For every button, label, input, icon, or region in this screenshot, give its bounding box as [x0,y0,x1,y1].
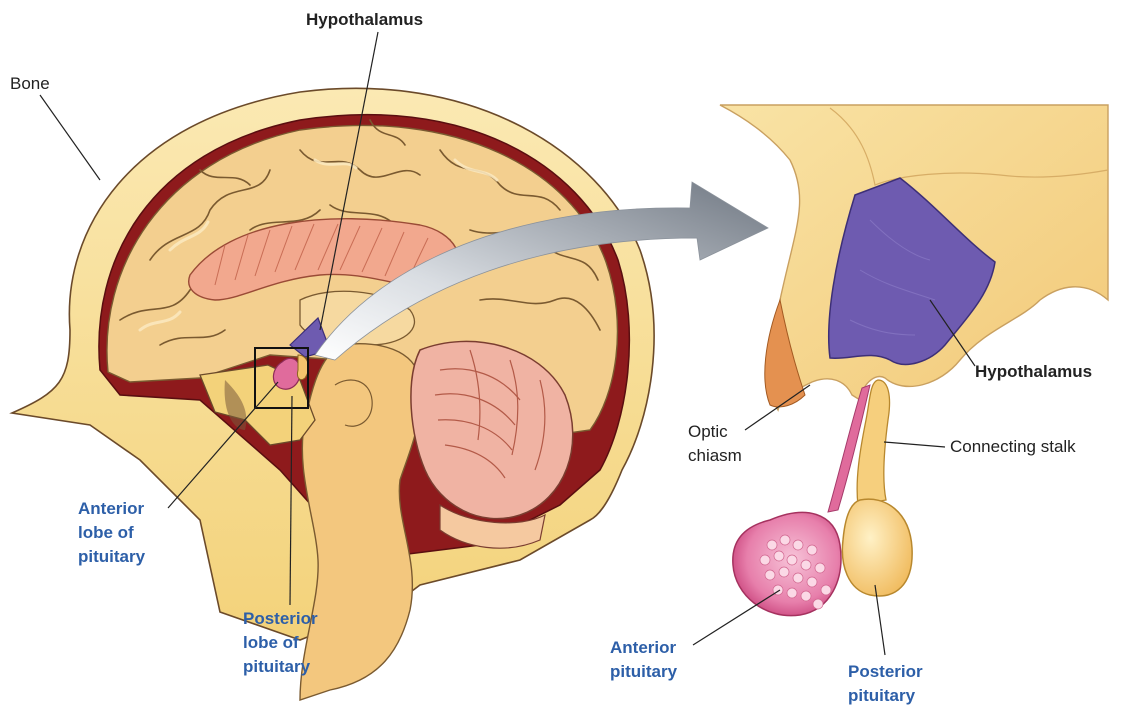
label-line: pituitary [78,547,146,566]
label-line: lobe of [243,633,299,652]
label-line: Posterior [243,609,318,628]
label-line: pituitary [610,662,678,681]
corpus-callosum [188,218,460,301]
label-anterior-pituitary: Anterior pituitary [610,636,677,684]
zoom-arrow [314,181,769,361]
label-bone: Bone [10,74,50,93]
brainstem [299,343,422,701]
cerebellum [410,340,574,549]
hypothalamus-enlarged [827,177,996,366]
posterior-pituitary [841,498,913,597]
label-connecting-stalk: Connecting stalk [950,437,1076,456]
label-optic-chiasm: Optic chiasm [688,420,742,468]
label-line: pituitary [243,657,311,676]
label-line: chiasm [688,446,742,465]
label-hypothalamus-right: Hypothalamus [975,362,1093,381]
leader-lines-right [692,299,976,656]
label-posterior-lobe-of-pituitary: Posterior lobe of pituitary [243,607,318,679]
label-line: lobe of [78,523,134,542]
anterior-pituitary [732,511,842,617]
label-line: Anterior [610,638,677,657]
label-line: pituitary [848,686,916,705]
label-line: Optic [688,422,728,441]
connecting-stalk [827,379,891,513]
label-anterior-lobe-of-pituitary: Anterior lobe of pituitary [78,497,145,569]
leader-lines-left [39,31,379,606]
label-hypothalamus-top: Hypothalamus [306,10,424,29]
pituitary-brain [272,354,309,390]
zoom-box [254,347,309,409]
label-line: Posterior [848,662,923,681]
label-posterior-pituitary: Posterior pituitary [848,660,923,708]
label-line: Anterior [78,499,145,518]
